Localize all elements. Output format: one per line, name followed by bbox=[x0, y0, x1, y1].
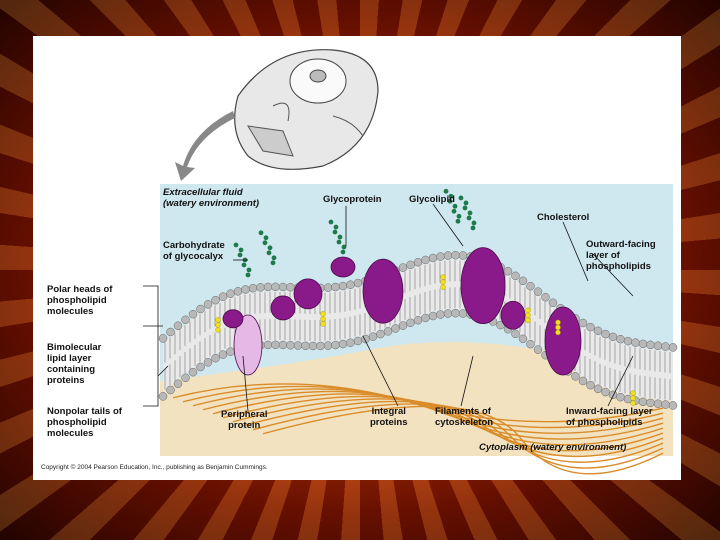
label-integral: Integral proteins bbox=[370, 406, 407, 428]
label-inward: Inward-facing layer of phospholipids bbox=[566, 406, 653, 428]
copyright-text: Copyright © 2004 Pearson Education, Inc.… bbox=[41, 464, 268, 471]
label-cytoplasm: Cytoplasm (watery environment) bbox=[479, 442, 626, 453]
cell-thumbnail bbox=[235, 50, 378, 170]
label-nonpolar: Nonpolar tails of phospholipid molecules bbox=[47, 406, 122, 439]
label-cholesterol: Cholesterol bbox=[537, 212, 589, 223]
label-polar-heads: Polar heads of phospholipid molecules bbox=[47, 284, 112, 317]
label-glycolipid: Glycolipid bbox=[409, 194, 455, 205]
label-outward: Outward-facing layer of phospholipids bbox=[586, 239, 656, 272]
label-extracellular: Extracellular fluid (watery environment) bbox=[163, 187, 259, 209]
label-carbohydrate: Carbohydrate of glycocalyx bbox=[163, 240, 225, 262]
label-glycoprotein: Glycoprotein bbox=[323, 194, 382, 205]
label-bimolecular: Bimolecular lipid layer containing prote… bbox=[47, 342, 101, 386]
label-filaments: Filaments of cytoskeleton bbox=[435, 406, 493, 428]
figure-panel: Extracellular fluid (watery environment)… bbox=[33, 36, 681, 480]
label-peripheral: Peripheral protein bbox=[221, 409, 267, 431]
arrow-icon bbox=[175, 111, 235, 181]
